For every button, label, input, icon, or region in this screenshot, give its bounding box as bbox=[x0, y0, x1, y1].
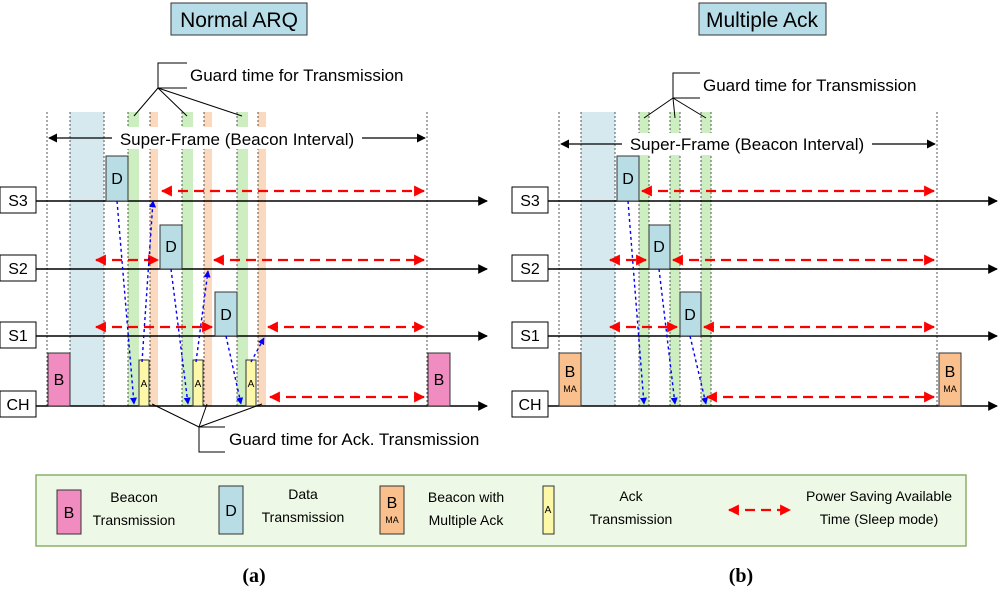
timelines bbox=[36, 196, 488, 411]
beacon-ma-box-label: B bbox=[945, 364, 956, 381]
legend-beacon-ma-sub: MA bbox=[385, 515, 399, 525]
beacon-ma-box-sub: MA bbox=[563, 384, 577, 394]
legend-beacon-ma-swatch bbox=[379, 485, 405, 535]
superframe-label: Super-Frame (Beacon Interval) bbox=[630, 135, 864, 154]
guard-ack-callout-lines bbox=[151, 403, 263, 428]
beacon-ma-box-label: B bbox=[565, 364, 576, 381]
legend-sleep-text: Power Saving Available bbox=[806, 488, 952, 504]
data-box-label: D bbox=[165, 239, 177, 256]
data-box-label: D bbox=[653, 239, 665, 256]
beacon-box-start bbox=[47, 352, 71, 407]
legend-beacon-text: Transmission bbox=[93, 512, 176, 528]
ack-box-3 bbox=[245, 359, 257, 407]
legend-sleep-text: Time (Sleep mode) bbox=[820, 511, 939, 527]
guard-tx-label: Guard time for Transmission bbox=[190, 66, 404, 85]
row-label-s1: S1 bbox=[8, 328, 28, 345]
panel-a: Normal ARQ Guard time for Transmission S… bbox=[0, 2, 488, 587]
ack-box-label: A bbox=[141, 379, 148, 390]
row-label-ch: CH bbox=[518, 397, 541, 414]
legend-data-text: Data bbox=[288, 486, 318, 502]
legend-data-text: Transmission bbox=[262, 509, 345, 525]
beacon-ma-box-sub: MA bbox=[943, 384, 957, 394]
legend-beacon-text: Beacon bbox=[110, 489, 157, 505]
legend-beacon-symbol: B bbox=[64, 505, 75, 522]
row-labels: S3 S2 S1 CH bbox=[0, 186, 37, 418]
sleep-arrows bbox=[608, 185, 936, 403]
superframe-label: Super-Frame (Beacon Interval) bbox=[120, 130, 354, 149]
beacon-box-label: B bbox=[54, 372, 65, 389]
legend-beacon-swatch bbox=[56, 489, 82, 535]
guard-tx-label: Guard time for Transmission bbox=[703, 76, 917, 95]
row-label-s3: S3 bbox=[520, 193, 540, 210]
legend-beacon-ma-text: Beacon with bbox=[428, 489, 504, 505]
guard-ack-callout-box bbox=[198, 426, 225, 453]
guard-tx-callout-box bbox=[157, 62, 187, 89]
flow-arrows bbox=[116, 200, 265, 405]
data-box-label: D bbox=[220, 307, 232, 324]
beacon-box-label: B bbox=[434, 372, 445, 389]
legend-ack-symbol: A bbox=[545, 505, 552, 516]
beacon-box-end bbox=[427, 352, 451, 407]
legend: B Beacon Transmission D Data Transmissio… bbox=[35, 474, 967, 547]
panel-b-title-box bbox=[698, 2, 827, 36]
guard-ack-label: Guard time for Ack. Transmission bbox=[229, 430, 479, 449]
data-box-label: D bbox=[684, 307, 696, 324]
legend-ack-swatch bbox=[542, 485, 555, 535]
legend-data-symbol: D bbox=[225, 503, 237, 520]
flow-arrows bbox=[627, 200, 708, 405]
guard-tx-band bbox=[182, 112, 193, 406]
beacon-period-band bbox=[581, 112, 615, 406]
guard-tx-callout-lines bbox=[643, 97, 707, 119]
row-label-s3: S3 bbox=[8, 193, 28, 210]
superframe-label-bg bbox=[112, 127, 362, 149]
row-label-s2: S2 bbox=[8, 261, 28, 278]
guard-tx-callout-lines bbox=[133, 87, 243, 117]
row-label-ch: CH bbox=[6, 397, 29, 414]
sleep-arrows bbox=[94, 185, 426, 403]
panel-a-title-box bbox=[170, 2, 308, 36]
ack-box-label: A bbox=[195, 379, 202, 390]
panel-b-caption: (b) bbox=[729, 565, 753, 587]
legend-box bbox=[35, 474, 967, 547]
panel-a-title: Normal ARQ bbox=[180, 9, 298, 32]
timelines bbox=[548, 196, 998, 411]
guard-tx-callout-box bbox=[672, 72, 700, 99]
legend-data-swatch bbox=[218, 485, 244, 535]
ack-box-1 bbox=[138, 359, 150, 407]
panel-b-title: Multiple Ack bbox=[706, 9, 819, 32]
legend-beacon-ma-text: Multiple Ack bbox=[429, 512, 505, 528]
beacon-ma-box-start bbox=[558, 352, 582, 407]
legend-beacon-ma-symbol: B bbox=[387, 495, 398, 512]
legend-ack-text: Ack bbox=[619, 488, 643, 504]
data-box-label: D bbox=[111, 171, 123, 188]
legend-ack-text: Transmission bbox=[590, 511, 673, 527]
ack-box-2 bbox=[192, 359, 204, 407]
row-label-s1: S1 bbox=[520, 328, 540, 345]
data-box-label: D bbox=[622, 171, 634, 188]
row-label-s2: S2 bbox=[520, 261, 540, 278]
row-labels: S3 S2 S1 CH bbox=[511, 186, 549, 418]
superframe-label-bg bbox=[622, 133, 872, 155]
ack-box-label: A bbox=[248, 379, 255, 390]
guard-ack-band bbox=[204, 112, 212, 406]
panel-b: Multiple Ack Guard time for Transmission… bbox=[511, 2, 998, 587]
beacon-ma-box-end bbox=[938, 352, 962, 407]
panel-a-caption: (a) bbox=[242, 565, 265, 587]
